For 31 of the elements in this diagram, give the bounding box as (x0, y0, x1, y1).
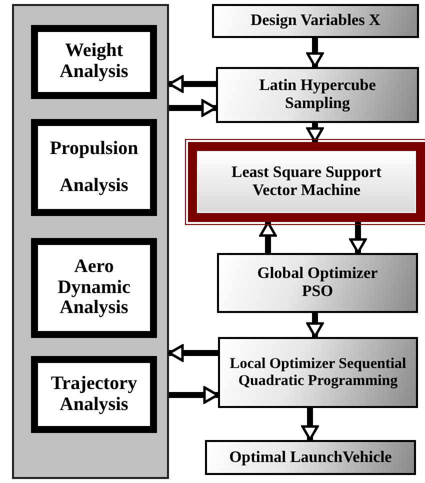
box-label: Weight Analysis (58, 41, 130, 83)
process-box (205, 440, 416, 475)
box-label: Aero Dynamic Analysis (56, 256, 132, 320)
process-box (218, 337, 418, 408)
process-box (31, 25, 157, 99)
process-box (217, 253, 418, 313)
process-box (31, 238, 157, 338)
process-box (216, 67, 419, 123)
arrow (301, 408, 319, 441)
arrow (306, 38, 324, 68)
arrow (306, 313, 324, 338)
box-label: Propulsion Analysis (48, 137, 140, 198)
arrow (259, 221, 277, 253)
process-box (31, 119, 157, 216)
arrow (169, 386, 219, 404)
box-label: Latin Hypercube Sampling (258, 77, 377, 113)
arrow (168, 75, 216, 93)
box-label: Global Optimizer PSO (256, 265, 379, 301)
analysis-panel (12, 4, 169, 479)
box-label: Local Optimizer Sequential Quadratic Programming (228, 356, 408, 389)
box-label: Design Variables X (250, 12, 380, 30)
process-box (31, 356, 157, 433)
arrow (349, 222, 367, 254)
box-label: Optimal LaunchVehicle (229, 448, 392, 466)
arrow (169, 99, 217, 117)
arrow (168, 344, 218, 362)
arrow (306, 123, 324, 143)
box-label: Least Square Support Vector Machine (230, 164, 382, 200)
process-box (188, 142, 425, 222)
box-label: Trajectory Analysis (50, 374, 138, 416)
process-box (212, 4, 419, 38)
